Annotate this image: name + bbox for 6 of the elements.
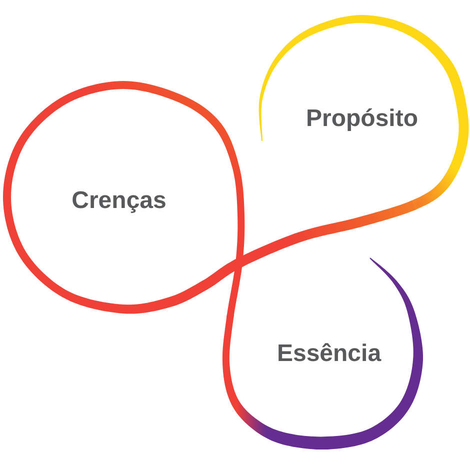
ribbon-loop (222, 257, 424, 450)
loop-title: Crenças (72, 189, 166, 213)
loop-title: Propósito (306, 107, 418, 131)
ribbon-loop (3, 81, 245, 314)
ribbon-loop (258, 15, 469, 211)
loop-title: Essência (276, 342, 382, 366)
